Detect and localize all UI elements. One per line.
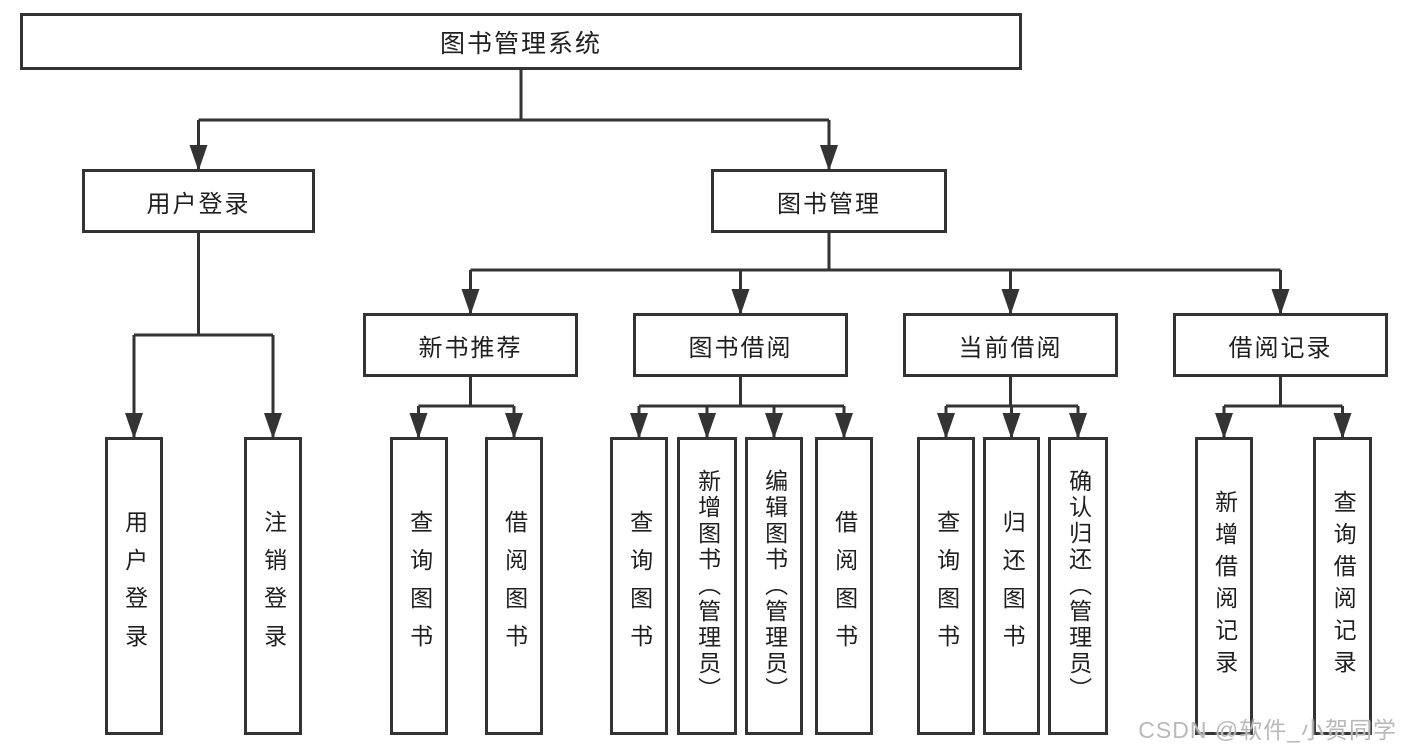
leaf-bb-borrow-book-label: 借阅图书 [831, 510, 858, 662]
leaf-user-login-label: 用户登录 [121, 510, 148, 662]
node-new-book-recommend: 新书推荐 [363, 313, 578, 377]
node-borrowing-records: 借阅记录 [1173, 313, 1388, 377]
leaf-cb-confirm-return-admin-label: 确认归还（管理员） [1065, 469, 1092, 703]
leaf-bb-add-book-admin-label: 新增图书（管理员） [694, 469, 721, 703]
leaf-br-add-record: 新增借阅记录 [1195, 437, 1253, 735]
leaf-bb-query-book: 查询图书 [610, 437, 668, 735]
node-user-login: 用户登录 [82, 169, 315, 233]
node-book-management: 图书管理 [711, 169, 947, 233]
leaf-bb-borrow-book: 借阅图书 [815, 437, 873, 735]
node-book-borrowing: 图书借阅 [633, 313, 848, 377]
leaf-cb-query-book-label: 查询图书 [933, 510, 960, 662]
leaf-user-login: 用户登录 [105, 437, 163, 735]
leaf-cb-return-book: 归还图书 [983, 437, 1040, 735]
csdn-watermark: CSDN @软件_小贺同学 [1138, 717, 1397, 743]
leaf-br-query-record: 查询借阅记录 [1313, 437, 1372, 735]
leaf-nb-query-book: 查询图书 [390, 437, 448, 735]
leaf-br-query-record-label: 查询借阅记录 [1330, 490, 1357, 682]
leaf-cb-confirm-return-admin: 确认归还（管理员） [1048, 437, 1108, 735]
leaf-bb-add-book-admin: 新增图书（管理员） [677, 437, 737, 735]
leaf-br-add-record-label: 新增借阅记录 [1211, 490, 1238, 682]
leaf-bb-edit-book-admin-label: 编辑图书（管理员） [761, 469, 788, 703]
leaf-logout-label: 注销登录 [260, 510, 287, 662]
node-current-borrowing: 当前借阅 [903, 313, 1118, 377]
node-library-management-system: 图书管理系统 [20, 13, 1022, 70]
leaf-logout: 注销登录 [244, 437, 302, 735]
leaf-nb-query-book-label: 查询图书 [406, 510, 433, 662]
leaf-cb-return-book-label: 归还图书 [999, 510, 1026, 662]
leaf-nb-borrow-book: 借阅图书 [485, 437, 543, 735]
leaf-nb-borrow-book-label: 借阅图书 [501, 510, 528, 662]
leaf-bb-edit-book-admin: 编辑图书（管理员） [745, 437, 803, 735]
leaf-cb-query-book: 查询图书 [917, 437, 975, 735]
leaf-bb-query-book-label: 查询图书 [626, 510, 653, 662]
